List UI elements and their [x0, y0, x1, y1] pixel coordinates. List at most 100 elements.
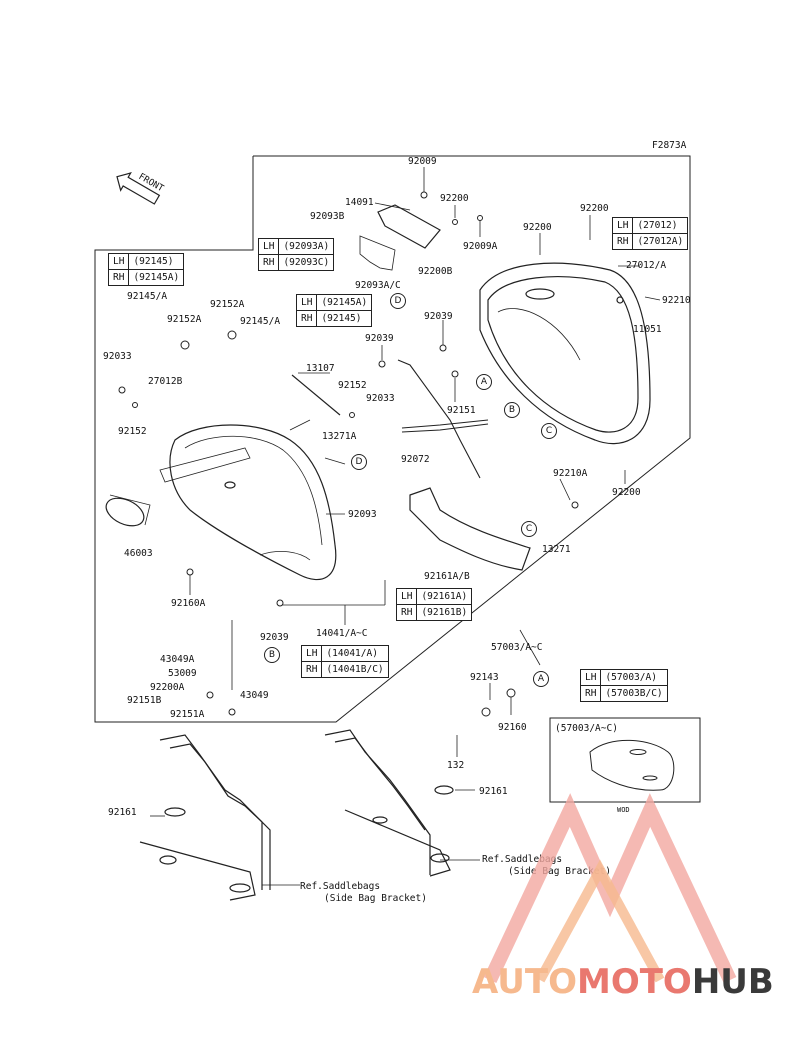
table-92161: LH(92161A) RH(92161B) [395, 588, 473, 621]
rh-cell: RH [295, 310, 318, 327]
rh-cell: RH [257, 254, 280, 271]
label-92145A-left: 92145/A [127, 291, 168, 302]
label-92160A: 92160A [171, 598, 206, 609]
label-92151A: 92151A [170, 709, 205, 720]
label-43049: 43049 [240, 690, 269, 701]
label-27012B: 27012B [148, 376, 183, 387]
label-92151: 92151 [447, 405, 476, 416]
rh-value: (57003B/C) [600, 685, 668, 702]
table-14041: LH(14041/A) RH(14041B/C) [300, 645, 389, 678]
table-57003: LH(57003/A) RH(57003B/C) [579, 669, 668, 702]
lh-cell: LH [395, 588, 418, 605]
label-13271A: 13271A [322, 431, 357, 442]
lh-cell: LH [611, 217, 634, 234]
logo-part-auto: AUTO [472, 962, 577, 1002]
leader-lines [150, 167, 661, 886]
rh-cell: RH [579, 685, 602, 702]
label-92093AC: 92093A/C [355, 280, 401, 291]
lh-cell: LH [579, 669, 602, 686]
callout-b-upper: B [504, 402, 520, 418]
label-92143: 92143 [470, 672, 499, 683]
label-92039-mid: 92039 [365, 333, 394, 344]
front-arrow-icon [116, 172, 161, 205]
ref-right-line2: (Side Bag Bracket) [508, 866, 611, 877]
figure-code: F2873A [652, 140, 687, 151]
label-57003AC: 57003/A~C [491, 642, 543, 653]
label-92152-mid: 92152 [338, 380, 367, 391]
label-92152A-1: 92152A [210, 299, 245, 310]
rh-value: (27012A) [632, 233, 689, 250]
right-saddlebag-shell [479, 262, 651, 445]
fasteners [118, 191, 579, 717]
inset-box [549, 717, 701, 803]
pad-part [409, 487, 531, 571]
label-92210A: 92210A [553, 468, 588, 479]
lh-cell: LH [295, 294, 318, 311]
lh-cell: LH [107, 253, 130, 270]
table-92145A: LH(92145A) RH(92145) [295, 294, 373, 327]
label-92039-low: 92039 [260, 632, 289, 643]
hinge-rod-part [291, 374, 341, 416]
label-92210: 92210 [662, 295, 691, 306]
lid-plate-part [359, 204, 441, 271]
table-92145: LH(92145) RH(92145A) [107, 253, 185, 286]
label-92093B: 92093B [310, 211, 345, 222]
rh-cell: RH [611, 233, 634, 250]
rh-cell: RH [107, 269, 130, 286]
lh-cell: LH [257, 238, 280, 255]
label-92033-left: 92033 [103, 351, 132, 362]
label-11051: 11051 [633, 324, 662, 335]
label-13271: 13271 [542, 544, 571, 555]
lh-cell: LH [300, 645, 323, 662]
label-92161-right: 92161 [479, 786, 508, 797]
lh-value: (92145) [128, 253, 185, 270]
callout-b-lower: B [264, 647, 280, 663]
label-92200-top: 92200 [440, 193, 469, 204]
lh-value: (92161A) [416, 588, 473, 605]
table-92093: LH(92093A) RH(92093C) [257, 238, 335, 271]
left-bracket-assembly [139, 734, 271, 901]
watermark-logo-icon [483, 793, 737, 983]
label-92072: 92072 [401, 454, 430, 465]
inset-cover-drawing [589, 739, 675, 791]
label-92161-left: 92161 [108, 807, 137, 818]
callout-a-upper: A [476, 374, 492, 390]
inset-title: (57003/A~C) [555, 723, 618, 734]
callout-a-lower: A [533, 671, 549, 687]
ref-right-line1: Ref.Saddlebags [482, 854, 563, 865]
label-14091: 14091 [345, 197, 374, 208]
label-132: 132 [447, 760, 465, 771]
label-92200A: 92200A [150, 682, 185, 693]
label-14041AC: 14041/A~C [316, 628, 368, 639]
left-saddlebag-lid [159, 424, 337, 581]
lh-value: (27012) [632, 217, 689, 234]
label-13107: 13107 [306, 363, 335, 374]
callout-d-upper: D [390, 293, 406, 309]
label-92200-mid: 92200 [523, 222, 552, 233]
inset-caption: WOD [617, 806, 630, 814]
right-bracket-assembly [324, 729, 454, 877]
label-53009: 53009 [168, 668, 197, 679]
label-46003: 46003 [124, 548, 153, 559]
rh-cell: RH [395, 604, 418, 621]
lh-value: (14041/A) [321, 645, 389, 662]
label-92033-right: 92033 [366, 393, 395, 404]
label-92145A-right: 92145/A [240, 316, 281, 327]
rh-value: (92093C) [278, 254, 335, 271]
label-92152-left: 92152 [118, 426, 147, 437]
callout-d-lower: D [351, 454, 367, 470]
ref-left-line1: Ref.Saddlebags [300, 881, 381, 892]
lh-value: (57003/A) [600, 669, 668, 686]
rh-value: (92161B) [416, 604, 473, 621]
label-27012A: 27012/A [626, 260, 667, 271]
lh-value: (92093A) [278, 238, 335, 255]
table-27012: LH(27012) RH(27012A) [611, 217, 689, 250]
reflector-part [105, 494, 151, 527]
strap-part [397, 359, 489, 479]
logo-part-moto: MOTO [576, 962, 692, 1002]
label-92200-lower: 92200 [612, 487, 641, 498]
label-92009: 92009 [408, 156, 437, 167]
label-92161AB: 92161A/B [424, 571, 470, 582]
rh-value: (14041B/C) [321, 661, 389, 678]
